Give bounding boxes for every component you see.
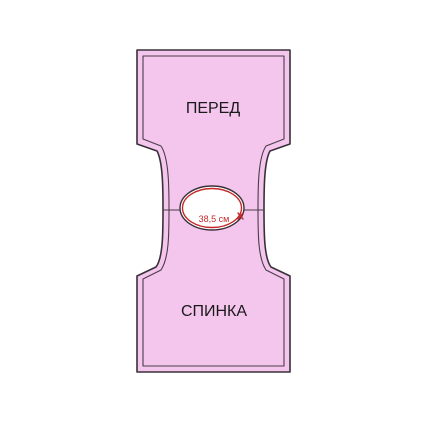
back-label: СПИНКА [181, 303, 247, 320]
neck-measurement-line [181, 187, 243, 229]
pattern-seam-line [142, 55, 285, 367]
neck-measurement-label: 38,5 см [199, 214, 230, 224]
neck-measurement-arrow-icon [237, 212, 244, 220]
neck-opening [179, 185, 245, 231]
front-label: ПЕРЕД [186, 100, 241, 117]
